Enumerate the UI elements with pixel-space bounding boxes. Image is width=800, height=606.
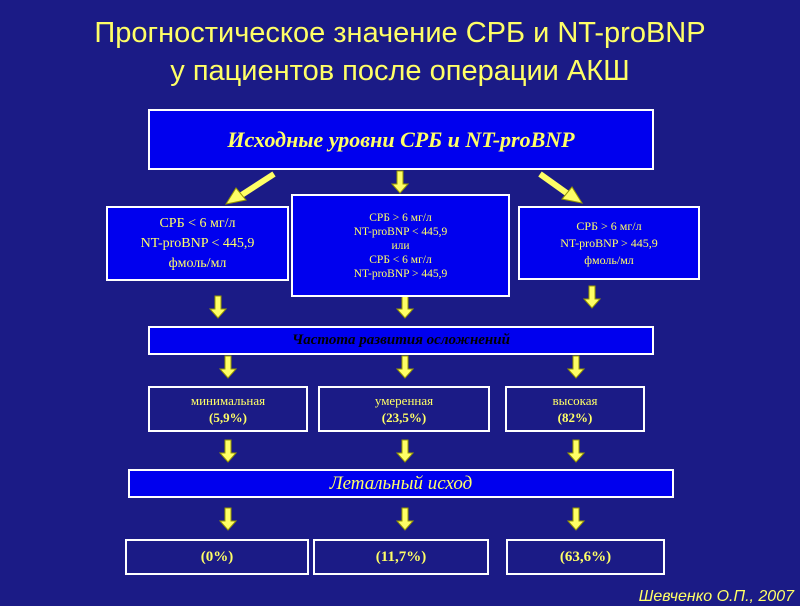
level-minimal-label: минимальная	[190, 393, 266, 408]
level-box-minimal: минимальная (5,9%)	[148, 386, 308, 432]
lethal-result-box-2: (63,6%)	[506, 539, 665, 575]
arrow-right-to-complications	[583, 285, 601, 309]
complications-bar: Частота развития осложнений	[148, 326, 654, 355]
lethal-outcome-bar: Летальный исход	[128, 469, 674, 498]
level-moderate-label: умеренная	[374, 393, 434, 408]
arrow-top-to-right	[538, 171, 584, 204]
arrow-to-level-mod	[396, 355, 414, 379]
slide-title-line-1: Прогностическое значение СРБ и NT-proBNP	[94, 17, 706, 49]
complications-label: Частота развития осложнений	[292, 332, 510, 348]
lethal-result-box-0: (0%)	[125, 539, 309, 575]
group-high-label: СРБ > 6 мг/л NT-proBNP > 445,9 фмоль/мл	[560, 218, 658, 267]
group-box-low: СРБ < 6 мг/л NT-proBNP < 445,9 фмоль/мл	[106, 206, 289, 281]
level-moderate-value: (23,5%)	[381, 410, 427, 425]
slide-title-line-2: у пациентов после операции АКШ	[170, 55, 630, 87]
arrow-lethal-to-result-0	[219, 507, 237, 531]
baseline-levels-label: Исходные уровни СРБ и NT-proBNP	[227, 126, 575, 152]
level-box-high: высокая (82%)	[505, 386, 645, 432]
arrow-level-min-to-lethal	[219, 439, 237, 463]
author-credit: Шевченко О.П., 2007	[638, 588, 794, 605]
group-mixed-label: СРБ > 6 мг/л NT-proBNP < 445,9 или СРБ <…	[353, 211, 448, 280]
arrow-level-mod-to-lethal	[396, 439, 414, 463]
arrow-to-level-min	[219, 355, 237, 379]
lethal-result-box-1: (11,7%)	[313, 539, 489, 575]
arrow-top-to-left	[224, 171, 276, 205]
level-minimal-value: (5,9%)	[209, 410, 247, 425]
level-box-moderate: умеренная (23,5%)	[318, 386, 490, 432]
arrow-to-level-high	[567, 355, 585, 379]
group-box-mixed: СРБ > 6 мг/л NT-proBNP < 445,9 или СРБ <…	[291, 194, 510, 297]
level-high-value: (82%)	[557, 410, 593, 425]
lethal-result-2: (63,6%)	[559, 548, 612, 565]
arrow-left-to-complications	[209, 295, 227, 319]
lethal-result-0: (0%)	[200, 548, 234, 565]
arrow-level-high-to-lethal	[567, 439, 585, 463]
baseline-levels-box: Исходные уровни СРБ и NT-proBNP	[148, 109, 654, 170]
group-low-label: СРБ < 6 мг/л NT-proBNP < 445,9 фмоль/мл	[140, 215, 255, 271]
lethal-outcome-label: Летальный исход	[329, 472, 473, 494]
group-box-high: СРБ > 6 мг/л NT-proBNP > 445,9 фмоль/мл	[518, 206, 700, 280]
arrow-lethal-to-result-2	[567, 507, 585, 531]
arrow-top-to-center	[391, 170, 409, 194]
level-high-label: высокая	[552, 393, 598, 408]
arrow-center-to-complications	[396, 295, 414, 319]
lethal-result-1: (11,7%)	[375, 548, 427, 565]
arrow-lethal-to-result-1	[396, 507, 414, 531]
